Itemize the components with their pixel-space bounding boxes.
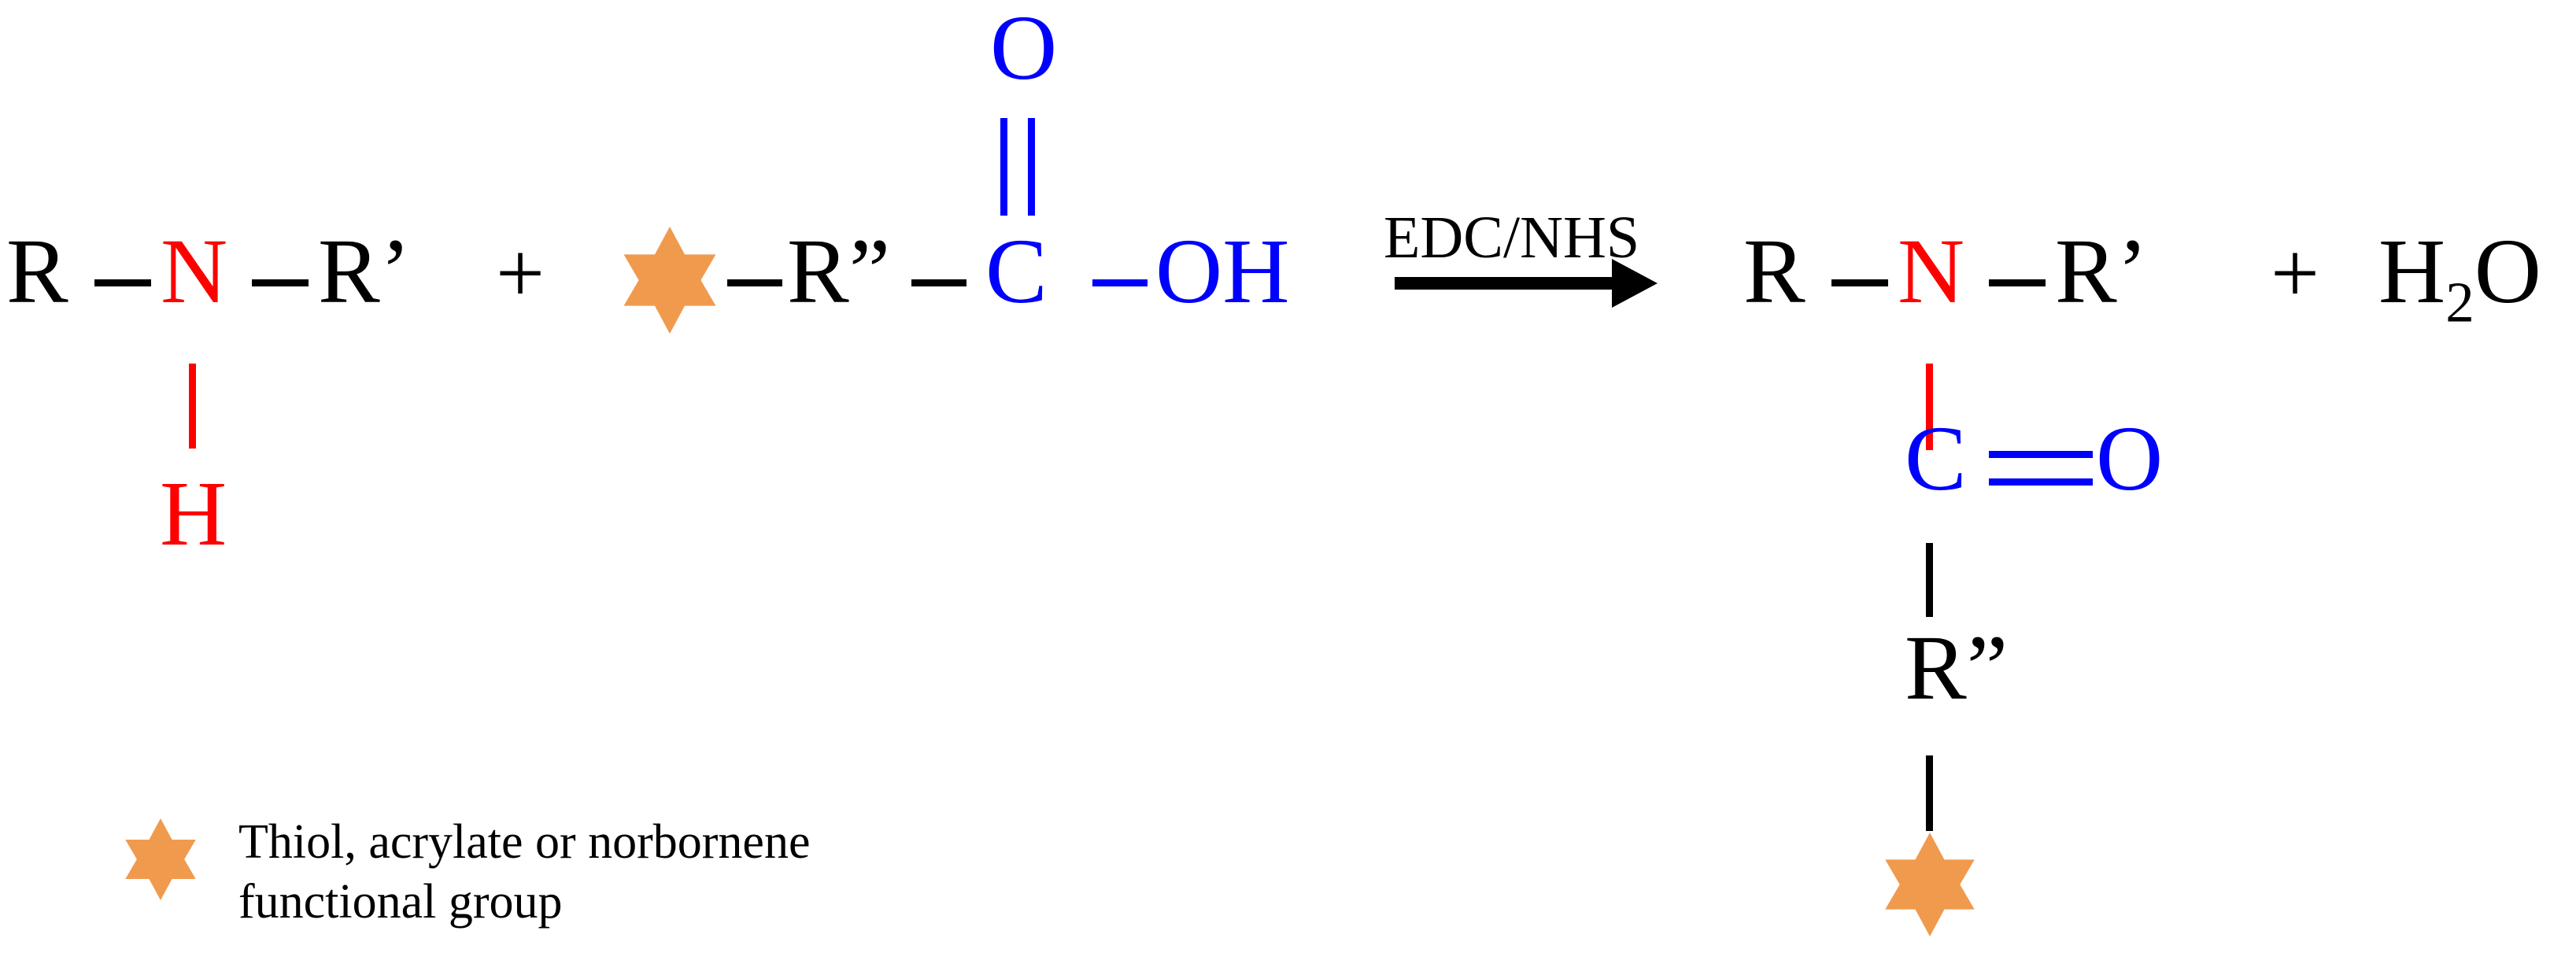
plus-sign-reactants: + — [496, 225, 545, 321]
bond-r-to-n-left — [94, 279, 151, 286]
reaction-arrow-shaft — [1395, 277, 1617, 290]
double-bond-c-to-o-reactant — [1000, 118, 1035, 216]
water-h: H — [2378, 220, 2446, 323]
legend-line-1: Thiol, acrylate or norbornene — [238, 815, 811, 869]
product-amide-n-center: N — [1898, 220, 1965, 323]
product-amide-r-left: R — [1743, 220, 1805, 323]
legend-line-2: functional group — [238, 875, 563, 929]
product-water-formula: H2O — [2378, 225, 2541, 331]
product-amide-r-right: R’ — [2055, 220, 2148, 323]
bond-c-to-oh — [1092, 279, 1148, 286]
reactant-amine-r-left: R — [6, 220, 68, 323]
bond-r2-to-c — [911, 279, 966, 286]
bond-product-c-to-r2 — [1926, 543, 1933, 617]
bond-product-r2-to-star — [1926, 755, 1933, 831]
water-subscript: 2 — [2445, 270, 2474, 334]
bond-product-r-to-n — [1831, 279, 1888, 286]
double-bond-c-to-o-product — [1989, 451, 2093, 486]
product-amide-r-double-prime: R” — [1905, 616, 2009, 719]
reaction-arrow-head — [1612, 259, 1658, 308]
product-amide-c-center: C — [1905, 407, 1967, 510]
bond-star-to-r2 — [727, 279, 782, 286]
star-icon-legend — [125, 818, 196, 900]
reactant-acid-o-top: O — [990, 0, 1058, 99]
reactant-acid-c-center: C — [985, 220, 1048, 323]
water-o: O — [2474, 220, 2542, 323]
reactant-amine-n-center: N — [161, 220, 228, 323]
reactant-acid-oh-right: OH — [1155, 220, 1290, 323]
bond-product-n-to-r-right — [1989, 279, 2046, 286]
plus-sign-products: + — [2271, 225, 2320, 321]
bond-n-to-h-down — [189, 364, 196, 449]
star-icon-product — [1885, 833, 1975, 936]
reactant-amine-h-below: H — [160, 462, 227, 565]
reactant-amine-r-right: R’ — [318, 220, 411, 323]
star-icon-reactant — [623, 227, 716, 334]
arrow-label-edc-nhs: EDC/NHS — [1384, 205, 1640, 271]
reactant-acid-r-double-prime: R” — [787, 220, 891, 323]
bond-product-n-to-c — [1926, 364, 1933, 450]
product-amide-o-right: O — [2096, 407, 2164, 510]
bond-n-to-r-right — [252, 279, 309, 286]
